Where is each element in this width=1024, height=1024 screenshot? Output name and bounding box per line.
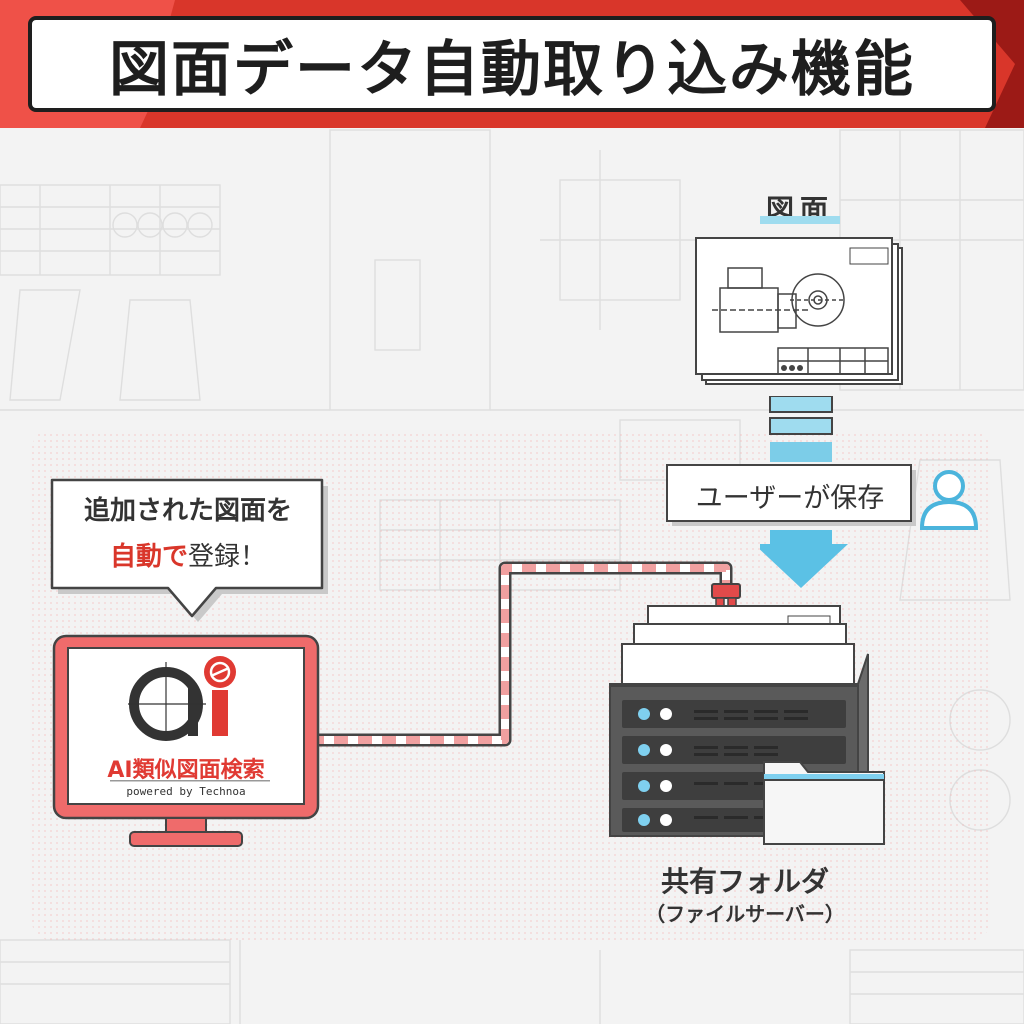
speech-rest: 登録！ (188, 542, 267, 572)
file-server-icon (609, 605, 869, 837)
user-save-label: ユーザーが保存 (695, 482, 885, 514)
drawing-label-underline (760, 216, 840, 224)
speech-line-2: 自動で登録！ (54, 536, 322, 573)
shared-folder-label: 共有フォルダ (660, 865, 829, 898)
drawing-document-stack-icon (695, 237, 903, 385)
page-title: 図面データ自動取り込み機能 (109, 34, 915, 105)
app-name-divider (110, 780, 270, 782)
down-arrow-icon (760, 396, 848, 588)
speech-highlight-de: で (161, 542, 188, 572)
speech-bubble (50, 478, 328, 622)
folder-icon (763, 761, 885, 845)
header-banner (0, 0, 1024, 128)
user-icon (919, 470, 979, 530)
user-save-box (666, 464, 916, 526)
speech-line-1: 追加された図面を (83, 496, 292, 526)
app-name: AI類似図面検索 (107, 758, 265, 783)
powered-by: powered by Technoa (126, 785, 246, 798)
speech-highlight-auto: 自動 (109, 542, 162, 572)
ai-logo-icon (128, 656, 236, 741)
file-server-label: （ファイルサーバー） (645, 902, 845, 926)
